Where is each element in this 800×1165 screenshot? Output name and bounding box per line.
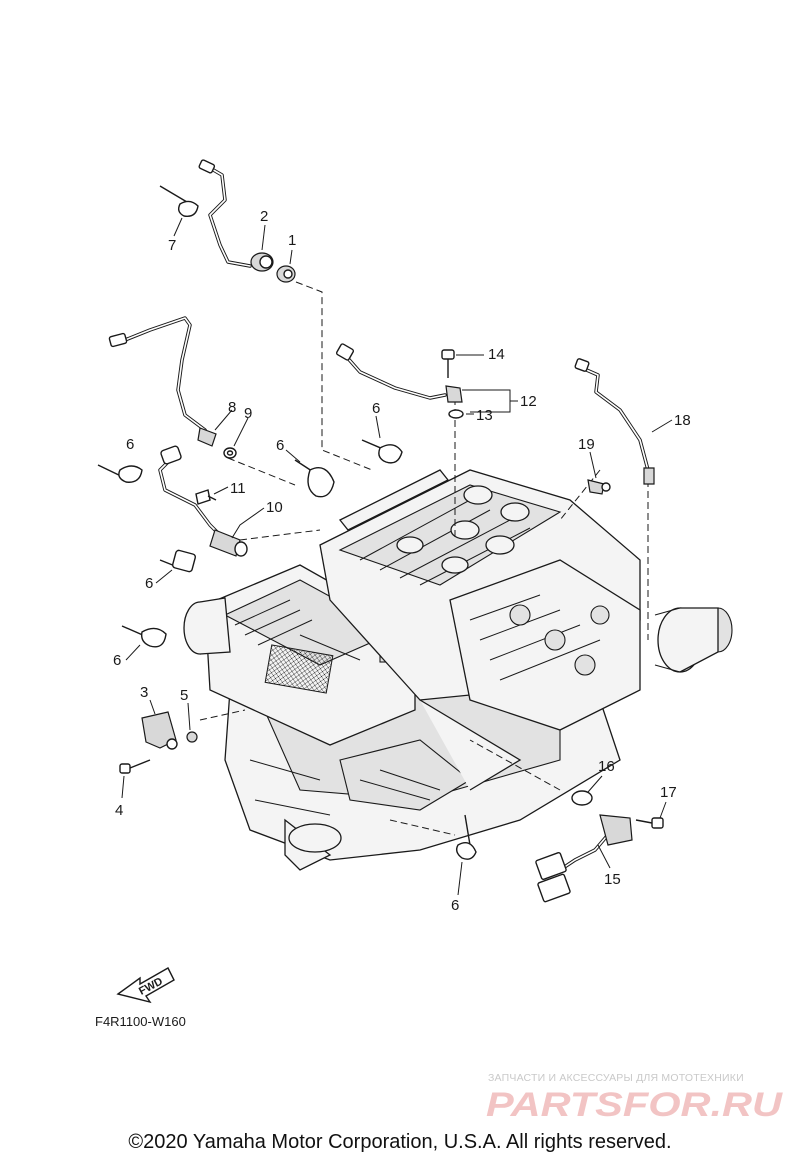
- part-4-bolt: [119, 759, 151, 774]
- fwd-label: FWD: [137, 975, 165, 997]
- callout-14: 14: [488, 346, 505, 363]
- forward-arrow-icon: FWD: [116, 967, 175, 1004]
- part-6-cable-tie-e: [121, 625, 167, 648]
- callout-9: 9: [244, 405, 252, 422]
- watermark-logo-text: PARTSFOR.RU: [486, 1086, 784, 1124]
- callout-6a: 6: [126, 436, 134, 453]
- callout-1: 1: [288, 232, 296, 249]
- part-3-sensor: [141, 711, 178, 750]
- part-19-sensor: [587, 479, 611, 495]
- part-12-sensor: [335, 343, 463, 403]
- part-11-bolt: [195, 489, 217, 505]
- part-6-cable-tie-f: [455, 814, 477, 860]
- copyright-notice: ©2020 Yamaha Motor Corporation, U.S.A. A…: [128, 1131, 672, 1153]
- part-16-o-ring: [571, 790, 593, 806]
- part-13-o-ring: [448, 409, 464, 419]
- callout-15: 15: [604, 871, 621, 888]
- part-6-cable-tie-b: [294, 459, 335, 498]
- callout-6d: 6: [145, 575, 153, 592]
- part-6-cable-tie-d: [159, 549, 197, 573]
- callout-12: 12: [520, 393, 537, 410]
- part-6-cable-tie-a: [97, 464, 143, 483]
- part-5-plug: [186, 731, 198, 743]
- partsfor-watermark-logo: PARTSFOR.RU: [486, 1086, 784, 1124]
- callout-11: 11: [230, 480, 246, 497]
- part-6-cable-tie-c: [361, 439, 403, 464]
- callout-13: 13: [476, 407, 493, 424]
- part-17-bolt: [635, 817, 664, 829]
- callout-4: 4: [115, 802, 123, 819]
- callout-7: 7: [168, 237, 176, 254]
- callout-18: 18: [674, 412, 691, 429]
- part-10-sensor-harness: [158, 445, 248, 557]
- part-2-sensor-harness: [198, 159, 274, 272]
- engine-assembly: [183, 469, 733, 871]
- callout-5: 5: [180, 687, 188, 704]
- diagram-code: F4R1100-W160: [95, 1014, 186, 1029]
- callout-16: 16: [598, 758, 615, 775]
- part-14-bolt: [441, 349, 455, 378]
- dashed-leaders: [199, 281, 649, 836]
- callout-17: 17: [660, 784, 677, 801]
- part-7-cable-tie: [159, 185, 199, 217]
- callout-10: 10: [266, 499, 283, 516]
- part-18-sensor-harness: [574, 358, 655, 485]
- part-8-sensor-harness: [108, 316, 217, 447]
- callout-8: 8: [228, 399, 236, 416]
- callout-6b: 6: [276, 437, 284, 454]
- watermark-tagline: ЗАПЧАСТИ И АКСЕССУАРЫ ДЛЯ МОТОТЕХНИКИ: [488, 1072, 744, 1084]
- callout-19: 19: [578, 436, 595, 453]
- callout-3: 3: [140, 684, 148, 701]
- callout-2: 2: [260, 208, 268, 225]
- part-1-plug: [276, 265, 296, 283]
- callout-labels: 1 2 3 4 5 6 6 6 6 6 6 7 8 9 10 11 12 13: [113, 208, 691, 914]
- part-15-sensor-harness: [535, 814, 633, 903]
- callout-6f: 6: [451, 897, 459, 914]
- part-9-washer: [223, 447, 237, 459]
- callout-6c: 6: [372, 400, 380, 417]
- callout-6e: 6: [113, 652, 121, 669]
